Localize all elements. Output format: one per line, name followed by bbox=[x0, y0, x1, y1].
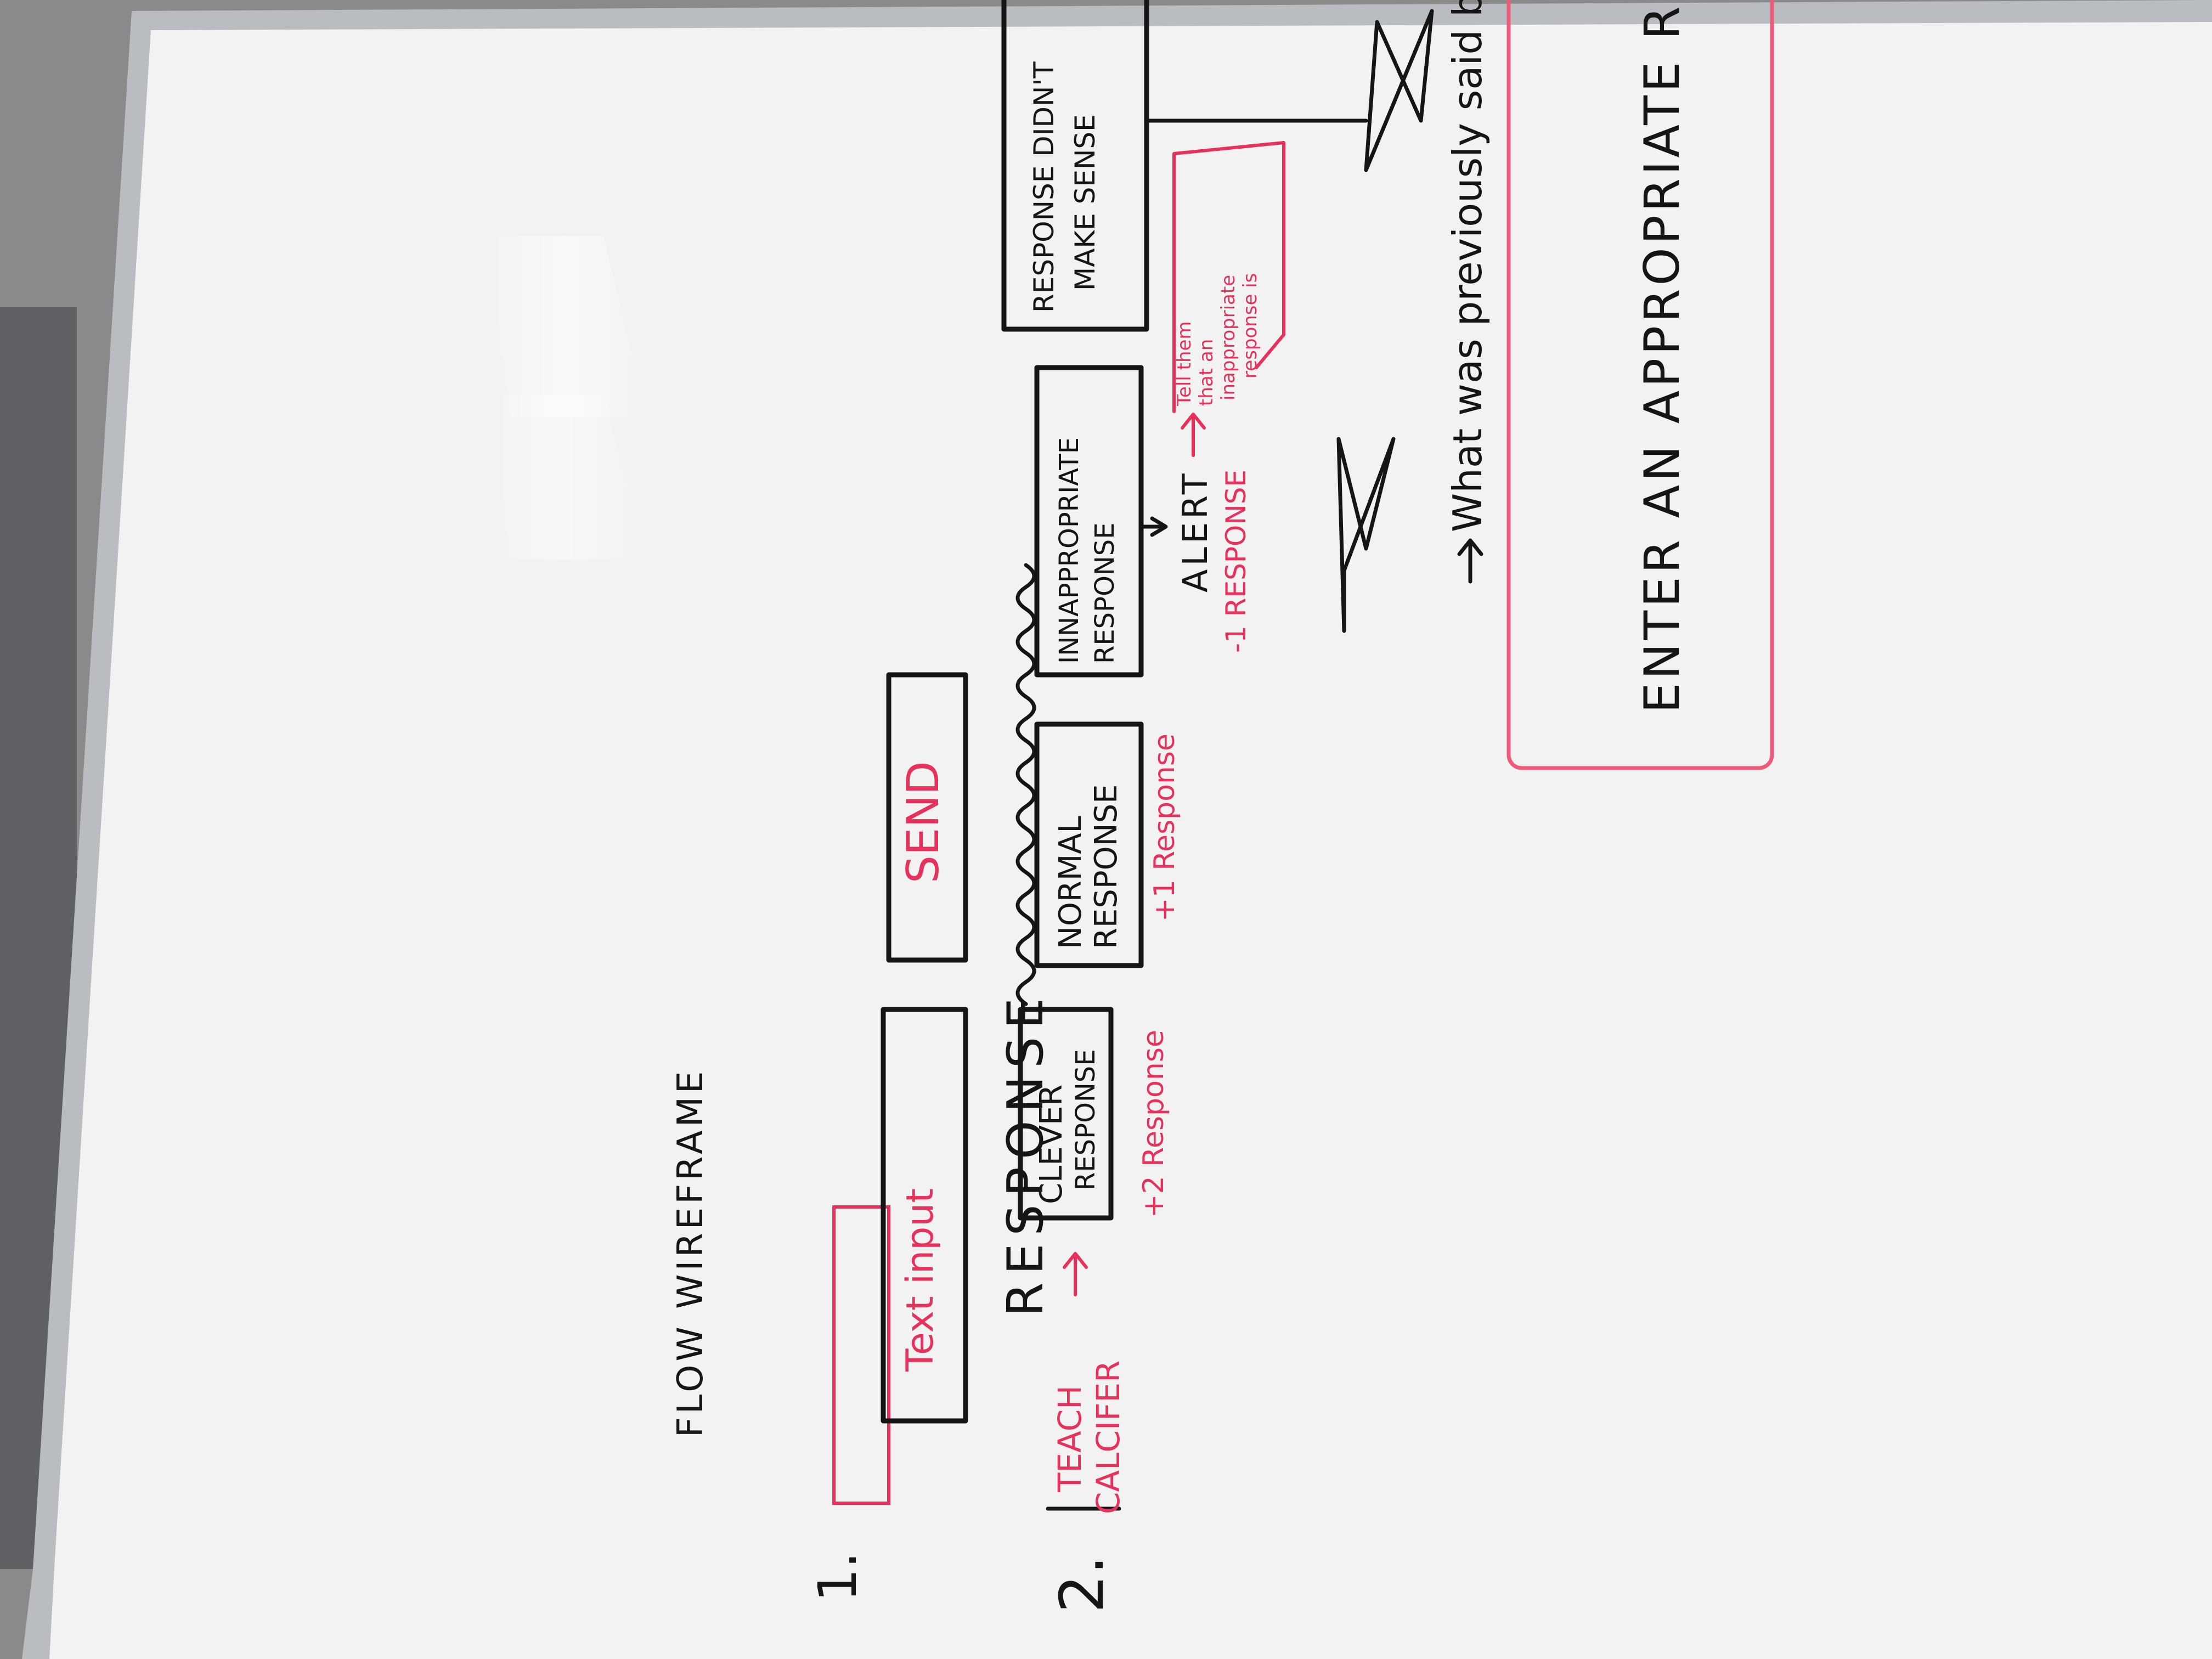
inappropriate-line1: INNAPPROPRIATE bbox=[1054, 437, 1085, 664]
enter-response-label: ENTER AN APPROPRIATE RESPONSE bbox=[1634, 0, 1690, 713]
text-input-label: Text input bbox=[899, 1188, 942, 1372]
step2-number: 2. bbox=[1047, 1555, 1117, 1613]
alert-note-bracket bbox=[1172, 141, 1285, 413]
alert-label: ALERT bbox=[1175, 470, 1215, 592]
alert-arrow bbox=[1181, 413, 1206, 457]
input-field-outline bbox=[832, 1205, 890, 1505]
senseless-line2: MAKE SENSE bbox=[1069, 114, 1101, 291]
response-heading: RESPONSE bbox=[997, 990, 1054, 1317]
alert-note-line4: response is bbox=[1239, 273, 1261, 379]
alert-note-line1: Tell them bbox=[1173, 321, 1195, 407]
whiteboard-surface bbox=[49, 22, 2212, 1659]
drawing-layer: FLOW WIREFRAME 1. Text input SEND 2. RES… bbox=[670, 0, 1774, 1613]
inappropriate-line2: RESPONSE bbox=[1090, 522, 1120, 664]
what-was-said: What was previously said by w bbox=[1444, 0, 1491, 532]
what-said-arrow bbox=[1457, 538, 1483, 584]
whiteboard bbox=[22, 0, 2212, 1659]
clever-response-box[interactable] bbox=[1018, 1007, 1114, 1221]
normal-response-box[interactable] bbox=[1034, 721, 1144, 968]
glare-patch-1 bbox=[483, 236, 647, 417]
text-input-box[interactable] bbox=[881, 1007, 968, 1424]
teach-line1: TEACH bbox=[1051, 1385, 1088, 1493]
response-underline-squiggle bbox=[1015, 563, 1036, 1006]
normal-line2: RESPONSE bbox=[1088, 784, 1124, 949]
title: FLOW WIREFRAME bbox=[670, 1068, 711, 1437]
send-button-box[interactable] bbox=[886, 672, 968, 963]
send-button-label: SEND bbox=[898, 761, 949, 883]
normal-line1: NORMAL bbox=[1053, 816, 1088, 949]
alert-note-line3: inappropriate bbox=[1217, 275, 1239, 400]
normal-score: +1 Response bbox=[1148, 733, 1181, 922]
funnel-right bbox=[1364, 9, 1434, 172]
minus-response: -1 RESPONSE bbox=[1220, 470, 1252, 653]
clever-line2: RESPONSE bbox=[1070, 1049, 1101, 1190]
funnel-left bbox=[1336, 437, 1396, 633]
glare-patch-2 bbox=[483, 395, 647, 560]
teach-arrow bbox=[1063, 1252, 1088, 1296]
alert-note-line2: that an bbox=[1195, 339, 1217, 406]
senseless-line1: RESPONSE DIDN'T bbox=[1028, 61, 1060, 313]
inappropriate-arrow bbox=[1139, 516, 1168, 537]
clever-score: +2 Response bbox=[1137, 1030, 1170, 1218]
clever-line1: CLEVER bbox=[1034, 1085, 1069, 1204]
inappropriate-response-box[interactable] bbox=[1034, 365, 1144, 678]
enter-response-box[interactable] bbox=[1506, 0, 1774, 770]
step1-number: 1. bbox=[807, 1551, 868, 1602]
teach-line2: CALCIFER bbox=[1090, 1361, 1127, 1514]
senseless-response-box[interactable] bbox=[1001, 0, 1149, 332]
